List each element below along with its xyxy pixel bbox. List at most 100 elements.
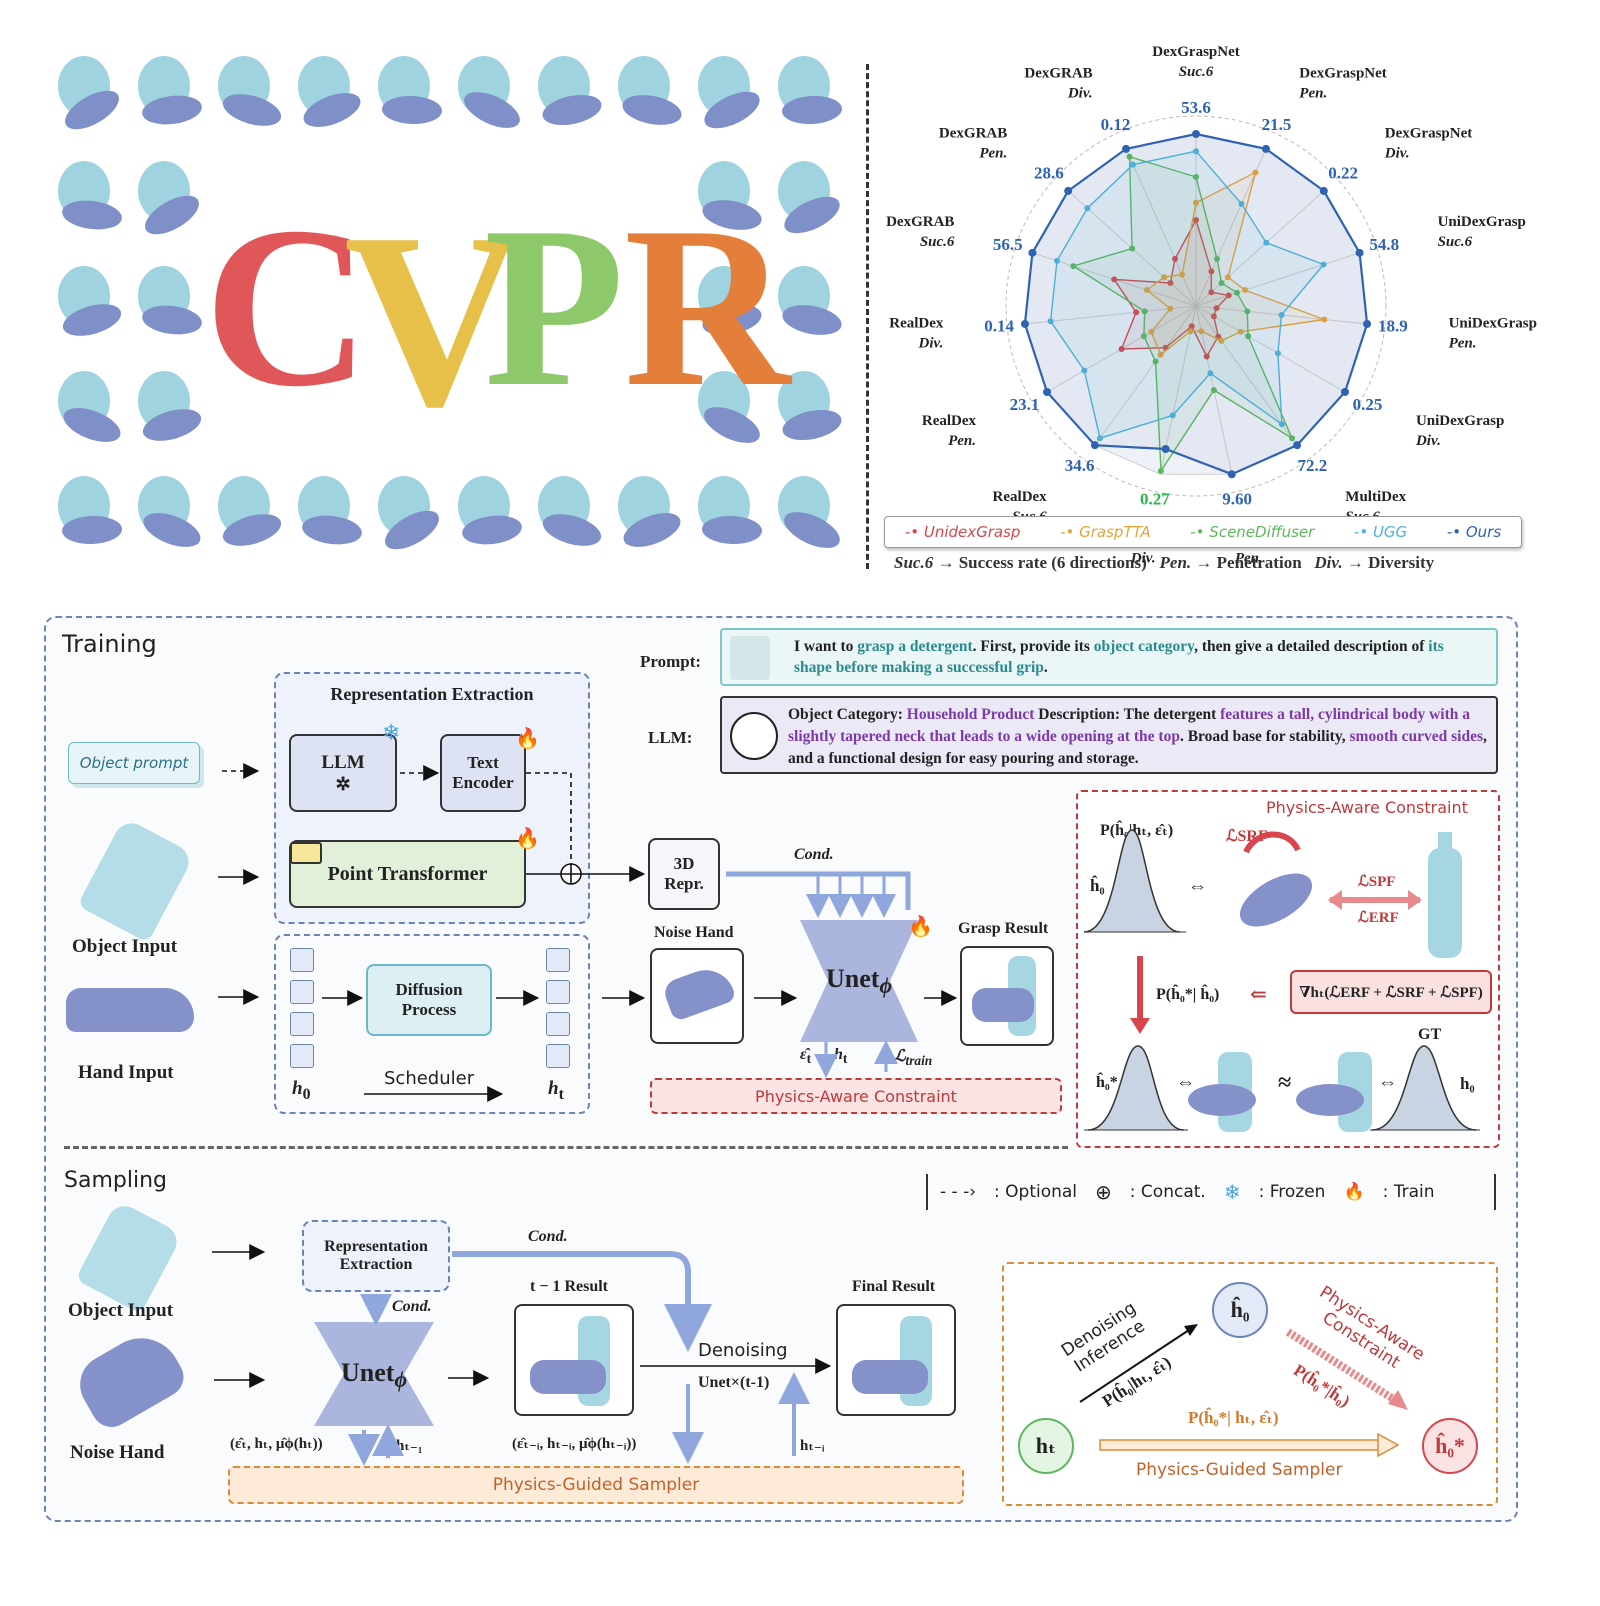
- h0-var: h: [292, 1078, 303, 1099]
- radar-legend: -• UnidexGrasp-• GraspTTA-• SceneDiffuse…: [884, 516, 1522, 548]
- radar-axis-metric: Suc.6: [1179, 64, 1214, 80]
- diffusion-label-1: Diffusion: [395, 980, 463, 999]
- radar-point: [1289, 435, 1296, 442]
- final-hand-image: [852, 1360, 928, 1394]
- fire-icon-3: 🔥: [908, 916, 933, 938]
- grasp-result-box: [960, 946, 1054, 1046]
- radar-axis-name: RealDex: [993, 489, 1048, 505]
- args-left: (ε̂ₜ, hₜ, μ̂ϕ(hₜ)): [230, 1436, 323, 1452]
- fire-icon: 🔥: [515, 728, 540, 750]
- radar-point: [1169, 412, 1176, 419]
- collage-hand: [65, 90, 119, 130]
- radar-point: [1207, 370, 1214, 377]
- radar-point: [1355, 248, 1364, 257]
- radar-point: [1278, 311, 1285, 318]
- noise-hand-box: [650, 948, 744, 1044]
- radar-point: [1203, 353, 1210, 360]
- radar-point: [1238, 200, 1245, 207]
- robot-icon: [730, 712, 778, 760]
- latent-square: [546, 948, 570, 972]
- radar-point: [1130, 161, 1137, 168]
- sampling-rep-extraction: Representation Extraction: [302, 1220, 450, 1292]
- collage-hand: [702, 304, 762, 336]
- cvpr-letter-c: C: [204, 179, 370, 434]
- pac-grad-text: ∇hₜ(ℒERF + ℒSRF + ℒSPF): [1299, 984, 1483, 1001]
- collage-hand: [142, 409, 202, 441]
- radar-axis-name: UniDexGrasp: [1416, 413, 1504, 429]
- ht-var: h: [548, 1078, 559, 1099]
- physics-aware-box-training: Physics-Aware Constraint: [650, 1078, 1062, 1114]
- radar-point: [1274, 350, 1281, 357]
- radar-point: [1090, 441, 1099, 450]
- final-result-label: Final Result: [852, 1278, 936, 1295]
- radar-point: [1193, 148, 1199, 155]
- radar-axis-metric: Div.: [918, 336, 944, 352]
- grasp-hand-image: [972, 988, 1034, 1022]
- fire-icon-2: 🔥: [515, 828, 540, 850]
- t1-result-label: t − 1 Result: [530, 1278, 608, 1295]
- radar-axis-metric: Pen.: [1299, 85, 1327, 101]
- radar-value-label: 0.14: [984, 317, 1014, 336]
- radar-point: [1218, 279, 1225, 286]
- llm-module: LLM ✲: [289, 734, 397, 812]
- radar-axis-name: MultiDex: [1345, 489, 1406, 505]
- latent-square: [546, 980, 570, 1004]
- radar-point: [1319, 186, 1328, 195]
- collage-hand: [142, 305, 202, 335]
- radar-point: [1179, 271, 1186, 278]
- radar-series-UGG: [1049, 150, 1325, 440]
- collage-hand: [382, 95, 442, 125]
- pgs-label: Physics-Guided Sampler: [1136, 1460, 1343, 1480]
- collage-hand: [62, 200, 122, 230]
- radar-point: [1192, 130, 1200, 138]
- latent-square: [546, 1044, 570, 1068]
- prompt-text-segment: .: [1043, 659, 1048, 676]
- eye-icon: [290, 842, 322, 864]
- caption-key-div: Div.: [1314, 553, 1343, 572]
- sampling-cond-text: Cond.: [528, 1228, 568, 1245]
- h-t-minus-i: hₜ₋ᵢ: [800, 1438, 825, 1454]
- unet-sampling: Unetϕ: [314, 1322, 434, 1426]
- collage-hand: [542, 514, 602, 546]
- user-avatar-icon: [730, 636, 770, 680]
- radar-point: [1278, 421, 1285, 428]
- radar-axis-metric: Div.: [1415, 433, 1441, 449]
- radar-point: [1070, 263, 1077, 270]
- text-encoder-module: Text Encoder: [440, 734, 526, 812]
- noise-hand-label-training: Noise Hand: [654, 924, 734, 941]
- radar-axis-name: DexGraspNet: [1152, 44, 1239, 60]
- radar-point: [1193, 174, 1199, 180]
- sampling-object-input-label: Object Input: [68, 1300, 174, 1321]
- collage-hand: [782, 95, 842, 125]
- hand-input-image: [66, 988, 194, 1032]
- args-mid: (ε̂ₜ₋ᵢ, hₜ₋ᵢ, μ̂ϕ(hₜ₋ᵢ)): [512, 1436, 637, 1452]
- radar-point: [1084, 205, 1091, 212]
- point-transformer-module: Point Transformer: [289, 840, 526, 908]
- llm-text-segment: Household Product: [906, 706, 1035, 723]
- collage-hand: [542, 94, 602, 126]
- pac-iff-3: ⇔: [1378, 1072, 1397, 1093]
- point-transformer-label: Point Transformer: [327, 862, 488, 885]
- radar-point: [1225, 292, 1232, 299]
- cvpr-letter-p: P: [484, 179, 625, 434]
- radar-point: [1133, 309, 1140, 316]
- sampling-rep-label-2: Extraction: [339, 1256, 413, 1273]
- text-encoder-label-1: Text: [467, 753, 499, 772]
- ltrain-sub: train: [905, 1053, 933, 1069]
- radar-point: [1227, 470, 1236, 479]
- latent-square: [546, 1012, 570, 1036]
- frozen-icon: ❄: [1223, 1180, 1241, 1204]
- radar-point: [1340, 388, 1349, 396]
- pac-iff-1: ⇔: [1188, 876, 1207, 897]
- radar-value-label: 0.25: [1353, 395, 1383, 414]
- collage-hand: [145, 195, 199, 235]
- h0-sub: 0: [302, 1085, 311, 1103]
- noise-hand-image: [661, 961, 737, 1023]
- collage-svg: C V P R: [58, 56, 842, 550]
- radar-point: [1198, 328, 1205, 335]
- llm-text-segment: features a tall, cylindrical body with a…: [788, 706, 1470, 745]
- collage-hand: [222, 94, 282, 126]
- repr-label-2: Repr.: [664, 874, 704, 893]
- radar-point: [1208, 289, 1215, 296]
